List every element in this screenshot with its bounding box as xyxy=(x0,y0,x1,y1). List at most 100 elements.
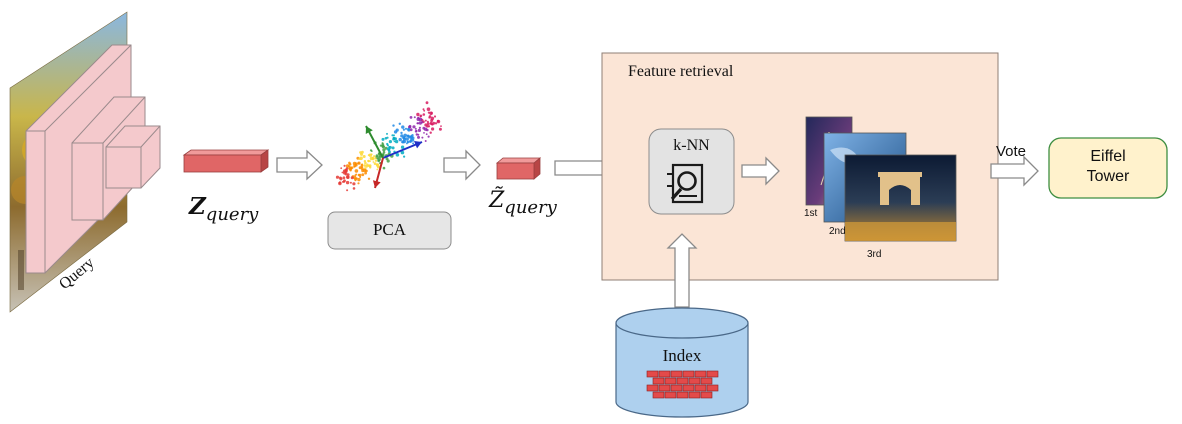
pca-scatter-point xyxy=(350,176,354,180)
index-brick xyxy=(670,370,683,378)
pca-scatter-point xyxy=(424,140,427,142)
index-brick xyxy=(658,370,671,378)
pca-scatter-point xyxy=(360,163,364,167)
pca-scatter-point xyxy=(400,150,405,155)
pca-scatter-point xyxy=(345,167,349,170)
pca-scatter-point xyxy=(430,111,433,115)
pca-scatter-point xyxy=(354,177,358,181)
pca-scatter-point xyxy=(369,156,374,161)
pca-scatter-point xyxy=(339,176,342,180)
pca-scatter-point xyxy=(365,169,368,173)
pca-scatter-point xyxy=(416,122,419,125)
pca-scatter-point xyxy=(408,124,412,128)
pca-scatter-point xyxy=(405,137,409,141)
index-brick xyxy=(646,370,659,378)
pca-scatter-point xyxy=(421,136,424,139)
pca-scatter-point xyxy=(357,177,361,182)
pca-scatter-point xyxy=(421,121,424,124)
pca-scatter-point xyxy=(414,127,417,130)
pca-scatter-point xyxy=(393,140,396,143)
index-brick xyxy=(688,391,701,399)
z-query-feature-bar xyxy=(182,149,270,173)
index-brick xyxy=(676,391,689,399)
z-query-label: Zquery xyxy=(189,193,258,225)
index-label: Index xyxy=(662,346,702,365)
pca-scatter-point xyxy=(384,146,388,150)
pca-scatter-point xyxy=(433,115,437,118)
knn-label: k-NN xyxy=(673,137,710,154)
pca-scatter-point xyxy=(404,127,408,130)
pca-scatter-point xyxy=(415,133,418,136)
feature-retrieval-title: Feature retrieval xyxy=(628,63,734,80)
pca-scatter-point xyxy=(401,125,405,129)
arrow-to-pca xyxy=(276,149,323,181)
pca-scatter-point xyxy=(429,131,432,134)
pca-scatter-point xyxy=(426,120,429,123)
pca-scatter-point xyxy=(422,108,425,111)
pca-scatter-point xyxy=(354,169,359,173)
index-brick xyxy=(676,377,689,385)
pca-scatter-point xyxy=(426,107,431,111)
pca-scatter-point xyxy=(395,153,400,157)
pca-scatter-point xyxy=(431,127,435,131)
z-query-subscript: query xyxy=(205,204,259,225)
pca-scatter-point xyxy=(410,135,413,137)
arrow-index-to-knn xyxy=(666,233,698,308)
pca-scatter-point xyxy=(352,187,356,190)
pca-scatter-point xyxy=(354,162,358,166)
pca-scatter-point xyxy=(386,159,390,163)
index-brick xyxy=(664,377,677,385)
pca-scatter-point xyxy=(340,167,343,170)
rank-2nd-label: 2nd xyxy=(829,226,846,237)
index-brick xyxy=(706,370,719,378)
arrow-to-retrieved-images xyxy=(741,156,780,186)
pca-scatter-point xyxy=(386,142,389,146)
arrow-to-z-tilde xyxy=(443,149,481,181)
pca-scatter-point xyxy=(392,124,395,127)
pca-scatter-point xyxy=(374,159,378,162)
pca-scatter-point xyxy=(386,132,388,135)
index-brick xyxy=(682,384,695,392)
pca-scatter-point xyxy=(400,134,404,138)
pca-scatter-point xyxy=(349,181,352,184)
pca-scatter-point xyxy=(400,131,403,135)
pca-scatter-point xyxy=(346,189,349,192)
pca-scatter-point xyxy=(377,159,381,163)
pca-scatter-point xyxy=(363,164,367,167)
z-tilde-query-symbol: Z̃ xyxy=(489,188,505,213)
pca-axis-arrowhead xyxy=(365,126,373,135)
index-brick xyxy=(682,370,695,378)
pca-scatter-point xyxy=(416,117,421,121)
pca-scatter-point xyxy=(388,140,392,144)
z-tilde-query-subscript: query xyxy=(504,197,557,218)
pca-scatter-point xyxy=(382,151,386,154)
pca-scatter-point xyxy=(364,171,367,175)
pca-scatter-point xyxy=(403,155,406,158)
pca-scatter-point xyxy=(360,152,363,156)
pca-scatter-point xyxy=(367,177,371,180)
pca-scatter-point xyxy=(427,111,430,114)
pca-scatter-point xyxy=(438,127,442,131)
pca-axis-arrow xyxy=(382,141,423,159)
pca-scatter-point xyxy=(343,171,347,175)
pca-scatter-point xyxy=(423,132,425,134)
pca-scatter-point xyxy=(395,128,399,132)
pca-scatter-point xyxy=(345,164,350,168)
pca-scatter-plot xyxy=(335,101,442,192)
index-brick xyxy=(652,377,665,385)
pca-scatter-point xyxy=(361,150,364,154)
index-brick xyxy=(664,391,677,399)
pca-scatter-point xyxy=(379,144,382,147)
pca-scatter-point xyxy=(417,128,421,132)
pca-scatter-point xyxy=(358,157,361,160)
pca-scatter-point xyxy=(391,134,394,137)
index-brick xyxy=(688,377,701,385)
pca-scatter-point xyxy=(407,127,410,131)
pca-scatter-point xyxy=(392,137,396,140)
pca-axis-arrowhead xyxy=(372,180,381,188)
pca-scatter-point xyxy=(381,145,385,149)
pca-scatter-point xyxy=(346,175,350,179)
pca-scatter-point xyxy=(338,181,341,185)
